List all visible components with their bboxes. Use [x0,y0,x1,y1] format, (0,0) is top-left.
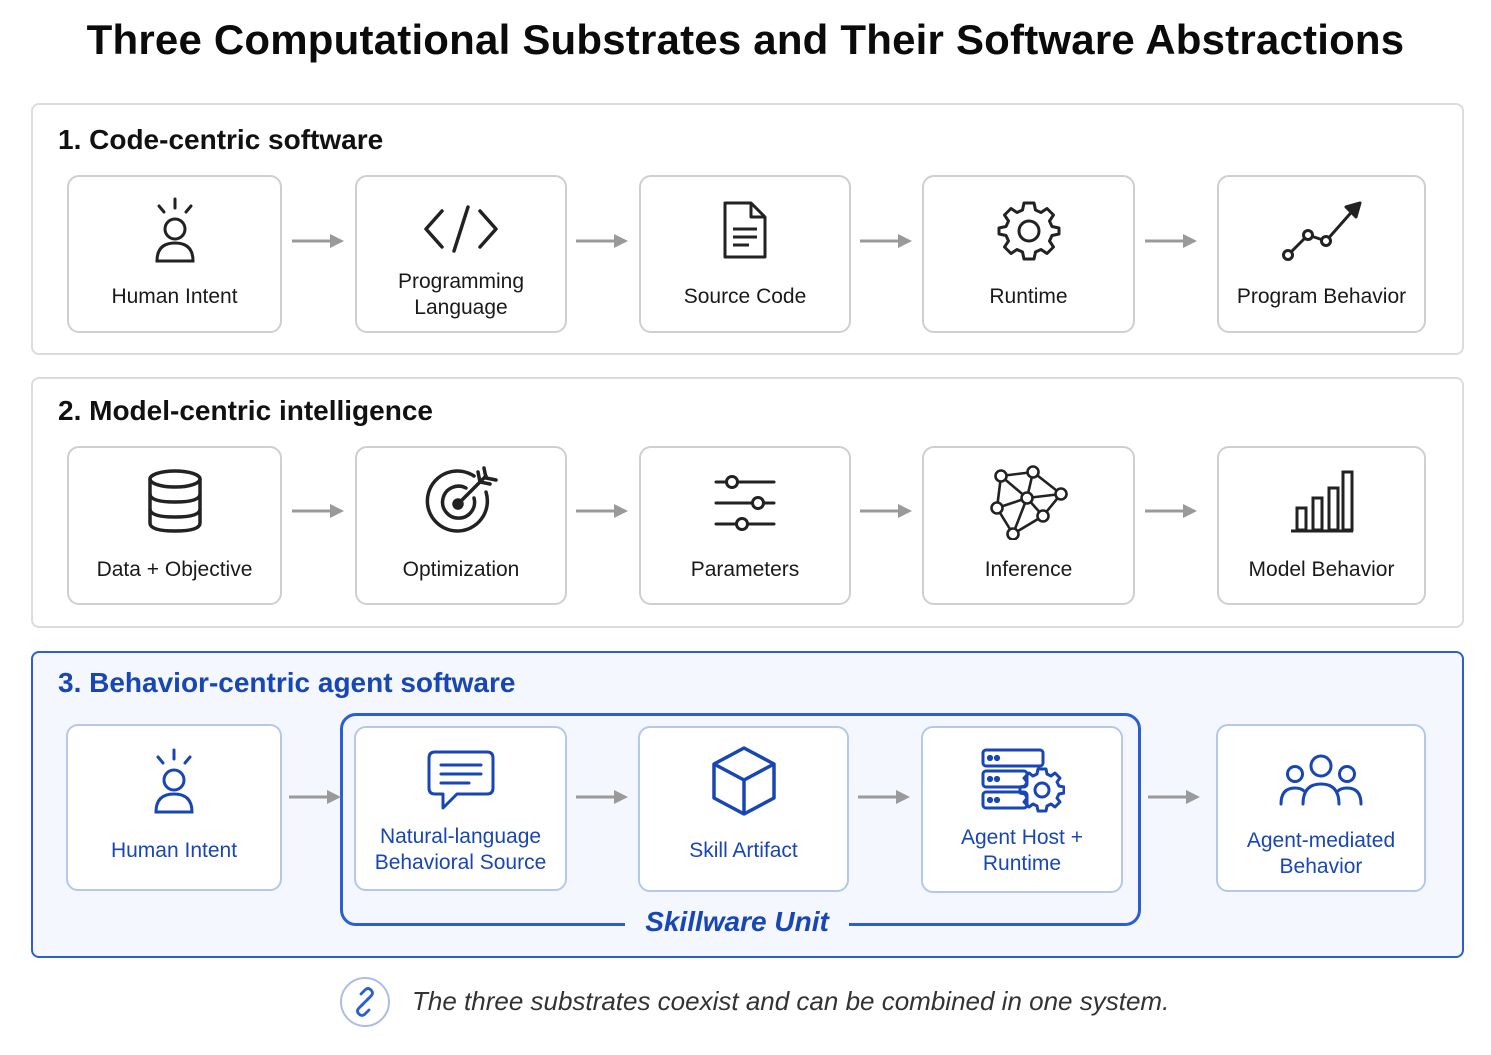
node-model-behavior: Model Behavior [1217,446,1426,605]
arrow-right-icon [289,790,341,804]
node-program-behavior: Program Behavior [1217,175,1426,333]
node-agent-mediated-behavior: Agent-mediated Behavior [1216,724,1426,892]
node-data-objective: Data + Objective [67,446,282,605]
chat-bubble-icon [356,748,565,814]
node-optimization: Optimization [355,446,567,605]
trend-line-icon [1219,199,1424,263]
node-human-intent-agent: Human Intent [66,724,282,891]
skillware-unit-label: Skillware Unit [625,906,849,942]
node-agent-host-runtime: Agent Host + Runtime [921,726,1123,893]
bar-chart-icon [1219,470,1424,534]
node-inference: Inference [922,446,1135,605]
arrow-right-icon [858,790,910,804]
node-label: Optimization [402,558,520,581]
node-label: Human Intent [110,839,238,862]
node-label: Natural-language Behavioral Source [374,825,547,874]
panel-title-code-centric: 1. Code-centric software [58,124,384,155]
node-label: Agent-mediated Behavior [1246,829,1396,878]
node-natural-language-source: Natural-language Behavioral Source [354,726,567,891]
target-icon [357,464,565,538]
arrow-right-icon [1145,504,1197,518]
node-human-intent: Human Intent [67,175,282,333]
cube-icon [640,744,847,818]
code-brackets-icon [357,203,565,255]
node-runtime: Runtime [922,175,1135,333]
link-icon [340,977,390,1027]
panel-title-behavior-centric: 3. Behavior-centric agent software [58,667,516,698]
node-parameters: Parameters [639,446,851,605]
node-label: Programming Language [397,270,525,319]
person-idea-icon [68,746,280,818]
arrow-right-icon [576,790,628,804]
node-source-code: Source Code [639,175,851,333]
node-label: Runtime [989,285,1068,308]
node-label: Skill Artifact [689,839,798,862]
node-skill-artifact: Skill Artifact [638,726,849,892]
node-label: Human Intent [111,285,238,308]
sliders-icon [641,472,849,534]
node-label: Data + Objective [96,558,253,581]
node-label: Model Behavior [1248,558,1395,581]
server-gear-icon [923,746,1121,814]
database-icon [69,468,280,534]
gear-icon [924,199,1133,263]
node-label: Inference [984,558,1073,581]
footer-note: The three substrates coexist and can be … [412,986,1170,1016]
node-label: Source Code [683,285,807,308]
arrow-right-icon [1148,790,1200,804]
arrow-right-icon [292,504,344,518]
node-label: Program Behavior [1236,285,1407,308]
arrow-right-icon [860,234,912,248]
arrow-right-icon [1145,234,1197,248]
arrow-right-icon [860,504,912,518]
node-label: Parameters [690,558,800,581]
arrow-right-icon [576,504,628,518]
diagram-title: Three Computational Substrates and Their… [86,16,1405,63]
person-idea-icon [69,195,280,267]
document-icon [641,199,849,261]
panel-title-model-centric: 2. Model-centric intelligence [58,395,433,426]
arrow-right-icon [292,234,344,248]
node-programming-language: Programming Language [355,175,567,333]
node-label: Agent Host + Runtime [961,826,1083,875]
network-icon [924,464,1133,540]
arrow-right-icon [576,234,628,248]
people-group-icon [1218,752,1424,810]
